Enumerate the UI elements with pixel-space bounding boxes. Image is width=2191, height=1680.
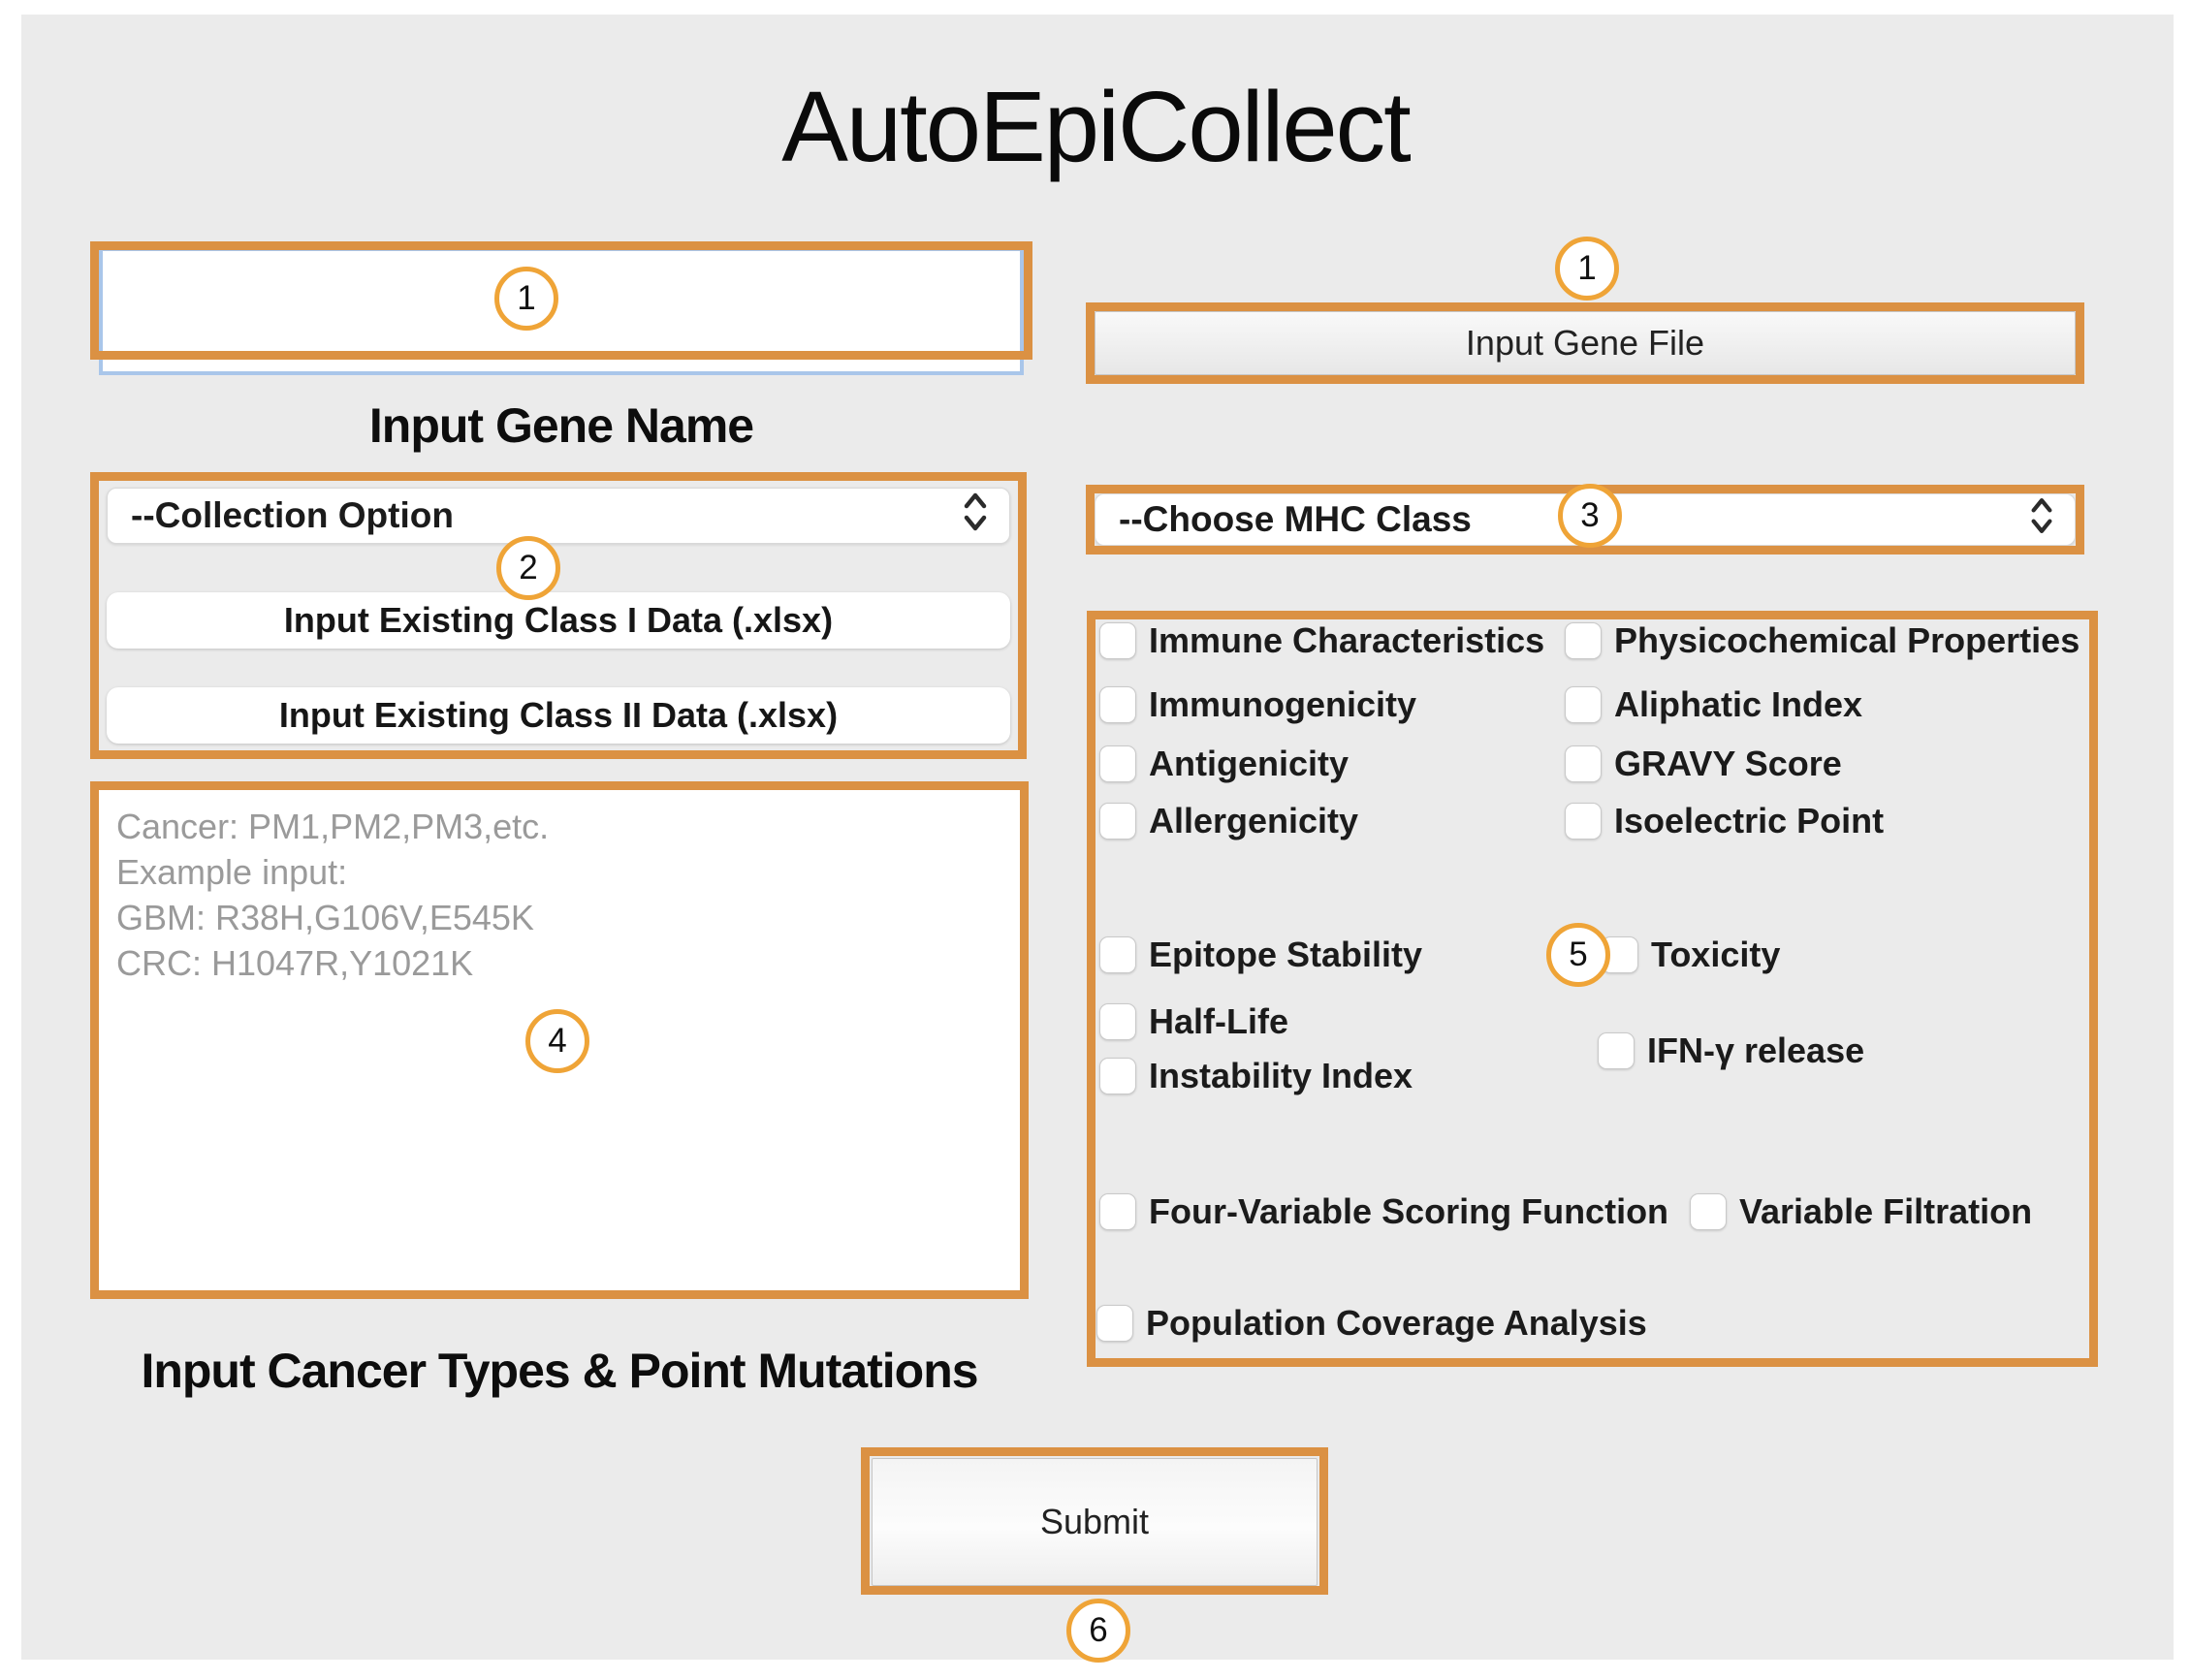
annotation-badge-1-left: 1 [494,267,558,331]
annotation-badge-6: 6 [1066,1599,1130,1663]
annotation-badge-2: 2 [496,536,560,600]
checkbox-label: Half-Life [1149,1001,1288,1041]
input-class2-data-button[interactable]: Input Existing Class II Data (.xlsx) [107,687,1010,744]
updown-chevron-icon [961,490,990,543]
checkbox-label: Immunogenicity [1149,684,1417,724]
checkbox-item-ifn-gamma-release[interactable]: IFN-γ release [1598,1030,1865,1070]
checkbox-label: Aliphatic Index [1614,684,1863,724]
submit-button[interactable]: Submit [872,1458,1318,1586]
instability-index-checkbox[interactable] [1099,1058,1136,1094]
immune-characteristics-checkbox[interactable] [1099,622,1136,659]
isoelectric-point-checkbox[interactable] [1565,803,1602,840]
checkbox-item-isoelectric-point[interactable]: Isoelectric Point [1565,801,1885,840]
physicochemical-properties-checkbox[interactable] [1565,622,1602,659]
checkbox-item-antigenicity[interactable]: Antigenicity [1099,744,1350,783]
gravy-score-checkbox[interactable] [1565,745,1602,782]
checkbox-label: IFN-γ release [1647,1030,1865,1070]
checkbox-item-variable-filtration[interactable]: Variable Filtration [1690,1191,2033,1231]
allergenicity-checkbox[interactable] [1099,803,1136,840]
annotation-badge-4: 4 [525,1009,589,1073]
checkbox-label: Allergenicity [1149,801,1359,840]
input-gene-file-button[interactable]: Input Gene File [1095,311,2076,375]
half-life-checkbox[interactable] [1099,1003,1136,1040]
checkbox-label: Antigenicity [1149,744,1350,783]
gene-name-label: Input Gene Name [368,398,754,453]
mutations-label: Input Cancer Types & Point Mutations [141,1344,978,1398]
checkbox-item-gravy-score[interactable]: GRAVY Score [1565,744,1842,783]
checkbox-item-epitope-stability[interactable]: Epitope Stability [1099,935,1423,974]
population-coverage-analysis-checkbox[interactable] [1096,1305,1133,1342]
checkbox-label: Instability Index [1149,1056,1413,1095]
checkbox-label: Population Coverage Analysis [1146,1303,1647,1343]
checkbox-item-physicochemical-properties[interactable]: Physicochemical Properties [1565,620,2080,660]
checkbox-item-population-coverage-analysis[interactable]: Population Coverage Analysis [1096,1303,1647,1343]
variable-filtration-checkbox[interactable] [1690,1193,1727,1230]
annotation-badge-1-right: 1 [1555,237,1619,301]
checkbox-label: Immune Characteristics [1149,620,1545,660]
antigenicity-checkbox[interactable] [1099,745,1136,782]
mhc-class-value: --Choose MHC Class [1119,499,1472,539]
collection-option-select[interactable]: --Collection Option [107,488,1010,544]
checkbox-label: GRAVY Score [1614,744,1842,783]
checkbox-label: Variable Filtration [1739,1191,2033,1231]
checkbox-item-four-variable-scoring-function[interactable]: Four-Variable Scoring Function [1099,1191,1669,1231]
annotation-badge-5: 5 [1546,923,1610,987]
checkbox-label: Toxicity [1651,935,1781,974]
immunogenicity-checkbox[interactable] [1099,686,1136,723]
checkbox-item-immunogenicity[interactable]: Immunogenicity [1099,684,1417,724]
collection-option-value: --Collection Option [131,495,454,535]
page-title: AutoEpiCollect [781,71,1412,182]
checkbox-item-toxicity[interactable]: Toxicity [1602,935,1781,974]
ifn-gamma-release-checkbox[interactable] [1598,1032,1635,1069]
epitope-stability-checkbox[interactable] [1099,936,1136,973]
checkbox-label: Isoelectric Point [1614,801,1885,840]
checkbox-label: Four-Variable Scoring Function [1149,1191,1669,1231]
checkbox-item-half-life[interactable]: Half-Life [1099,1001,1288,1041]
updown-chevron-icon [2028,494,2055,546]
checkbox-item-allergenicity[interactable]: Allergenicity [1099,801,1359,840]
checkbox-label: Epitope Stability [1149,935,1423,974]
annotation-badge-3: 3 [1558,484,1622,548]
aliphatic-index-checkbox[interactable] [1565,686,1602,723]
checkbox-item-aliphatic-index[interactable]: Aliphatic Index [1565,684,1863,724]
checkbox-item-immune-characteristics[interactable]: Immune Characteristics [1099,620,1545,660]
checkbox-label: Physicochemical Properties [1614,620,2080,660]
checkbox-item-instability-index[interactable]: Instability Index [1099,1056,1413,1095]
four-variable-scoring-function-checkbox[interactable] [1099,1193,1136,1230]
input-class1-data-button[interactable]: Input Existing Class I Data (.xlsx) [107,592,1010,649]
gene-name-input[interactable] [99,247,1024,375]
